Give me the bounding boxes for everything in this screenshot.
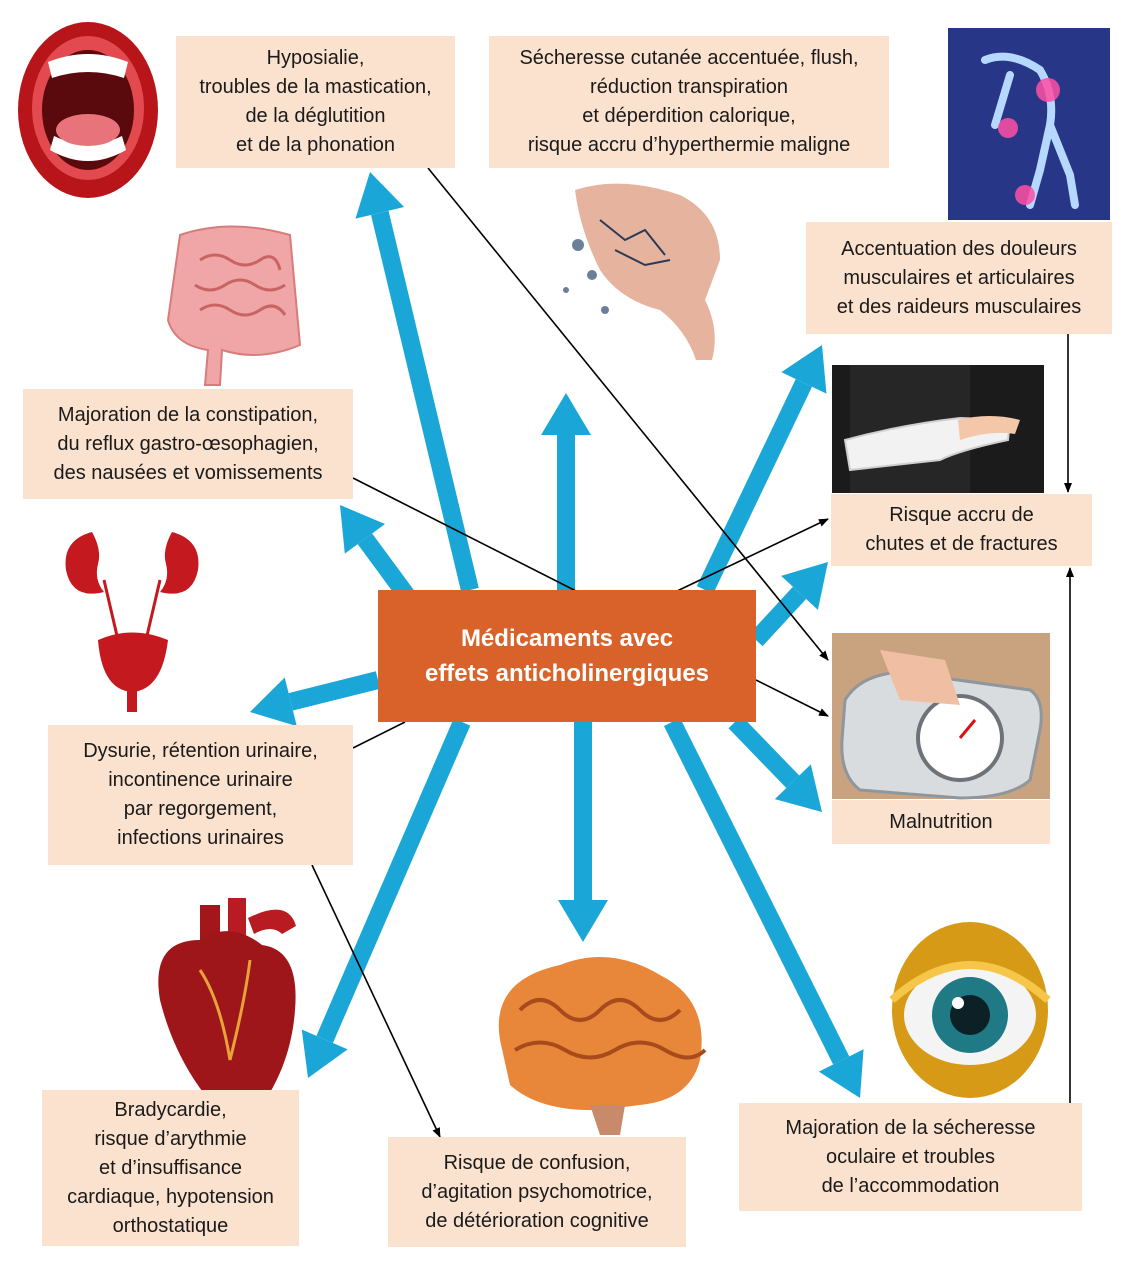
text-line: du reflux gastro-œsophagien, (57, 432, 319, 455)
arrow-to-eye-head (818, 1049, 864, 1098)
text-line: risque accru d’hyperthermie maligne (527, 134, 851, 156)
arrow-to-heart (301, 718, 471, 1078)
arrow-to-nutrition-head (774, 764, 822, 812)
arrow-to-urinary-head (250, 677, 297, 727)
connector-mouth-to-nutrition (427, 167, 829, 661)
text-line: de la déglutition (245, 105, 386, 127)
connector-digestive-to-center (352, 477, 579, 593)
arrow-to-urinary-shaft (288, 671, 381, 711)
arrow-to-muscles-head (781, 345, 827, 394)
text-line: Accentuation des douleurs (841, 237, 1077, 260)
text-line: de l’accommodation (821, 1174, 1000, 1197)
arrow-to-nutrition-shaft (728, 715, 800, 789)
center-title-line: effets anticholinergiques (424, 660, 710, 687)
text-line: et d’insuffisance (98, 1156, 243, 1179)
arrow-to-falls (749, 562, 828, 647)
arrow-to-falls-shaft (749, 586, 807, 647)
text-line: incontinence urinaire (108, 769, 293, 791)
text-line: réduction transpiration (590, 76, 788, 98)
connector-center-to-nutrition (755, 679, 829, 717)
heart-icon (158, 898, 296, 1132)
effect-box-brain: Risque de confusion, d’agitation psychom… (388, 1137, 686, 1247)
text-line: et des raideurs musculaires (836, 295, 1082, 318)
arrow-to-heart-shaft (316, 718, 471, 1044)
text-line: de détérioration cognitive (425, 1209, 649, 1232)
bathroom-scale-icon (832, 633, 1050, 800)
black-connectors (311, 167, 1074, 1138)
intestine-icon (166, 225, 302, 386)
arrow-to-eye (663, 717, 864, 1098)
connector-center-to-falls (674, 518, 829, 593)
text-line: Malnutrition (889, 810, 993, 833)
text-line: Risque accru de (889, 504, 1034, 526)
text-line: des nausées et vomissements (53, 461, 323, 484)
arrow-to-falls-head (781, 562, 828, 610)
brain-icon (498, 957, 707, 1135)
effect-box-eye: Majoration de la sécheresse oculaire et … (739, 1103, 1082, 1211)
arrow-to-muscles-shaft (696, 379, 813, 594)
arrow-to-digestive (340, 505, 418, 606)
arrow-to-heart-head (301, 1029, 348, 1078)
effect-box-nutrition: Malnutrition (832, 800, 1050, 844)
text-line: Risque de confusion, (443, 1151, 631, 1174)
arrow-to-digestive-shaft (357, 533, 418, 606)
arrow-to-mouth (355, 172, 479, 593)
connector-urinary-to-brain (311, 864, 441, 1138)
arrow-to-brain-head (558, 900, 608, 942)
kidney-bladder-icon (65, 532, 199, 712)
blue-arrows (250, 172, 864, 1098)
effect-box-muscles: Accentuation des douleurs musculaires et… (806, 222, 1112, 334)
text-line: Bradycardie, (114, 1098, 227, 1121)
arrow-to-skin-head (541, 393, 591, 435)
text-line: orthostatique (112, 1214, 229, 1237)
arrow-to-mouth-head (355, 172, 405, 219)
effect-box-falls: Risque accru de chutes et de fractures (831, 494, 1092, 566)
text-line: par regorgement, (123, 798, 278, 820)
arrow-to-skin (541, 393, 591, 590)
effect-box-mouth: Hyposialie, troubles de la mastication, … (176, 36, 455, 168)
center-title-line: Médicaments avec (460, 625, 674, 652)
text-line: infections urinaires (117, 827, 284, 849)
effect-box-heart: Bradycardie, risque d’arythmie et d’insu… (42, 1090, 299, 1246)
arrow-to-nutrition (728, 715, 822, 812)
text-line: Majoration de la sécheresse (785, 1116, 1036, 1139)
skeleton-joint-pain-icon (948, 28, 1110, 220)
text-line: Sécheresse cutanée accentuée, flush, (519, 47, 859, 69)
text-line: et déperdition calorique, (582, 105, 796, 127)
effect-box-skin: Sécheresse cutanée accentuée, flush, réd… (489, 36, 889, 168)
arrow-to-digestive-head (340, 505, 386, 554)
text-line: Hyposialie, (266, 47, 365, 69)
text-line: oculaire et troubles (826, 1145, 995, 1168)
open-mouth-icon (18, 22, 158, 198)
text-line: troubles de la mastication, (199, 76, 432, 98)
dry-hand-icon (563, 183, 720, 360)
central-node: Médicaments avec effets anticholinergiqu… (378, 590, 756, 722)
text-line: d’agitation psychomotrice, (421, 1180, 653, 1203)
arrow-to-eye-shaft (663, 717, 850, 1065)
text-line: risque d’arythmie (94, 1127, 247, 1150)
arrow-to-brain (558, 722, 608, 942)
text-line: cardiaque, hypotension (67, 1185, 274, 1208)
arrow-to-urinary (250, 671, 381, 727)
arrow-to-muscles (696, 345, 827, 594)
connector-urinary-to-center (352, 721, 406, 749)
arrow-to-mouth-shaft (371, 210, 479, 593)
text-line: chutes et de fractures (865, 533, 1058, 555)
eye-icon (889, 922, 1051, 1098)
text-line: musculaires et articulaires (843, 266, 1075, 289)
text-line: Dysurie, rétention urinaire, (83, 740, 318, 762)
effect-box-urinary: Dysurie, rétention urinaire, incontinenc… (48, 725, 353, 865)
text-line: et de la phonation (235, 134, 396, 156)
bandaged-arm-icon (832, 365, 1044, 493)
effect-box-digestive: Majoration de la constipation, du reflux… (23, 389, 353, 499)
text-line: Majoration de la constipation, (57, 403, 319, 426)
